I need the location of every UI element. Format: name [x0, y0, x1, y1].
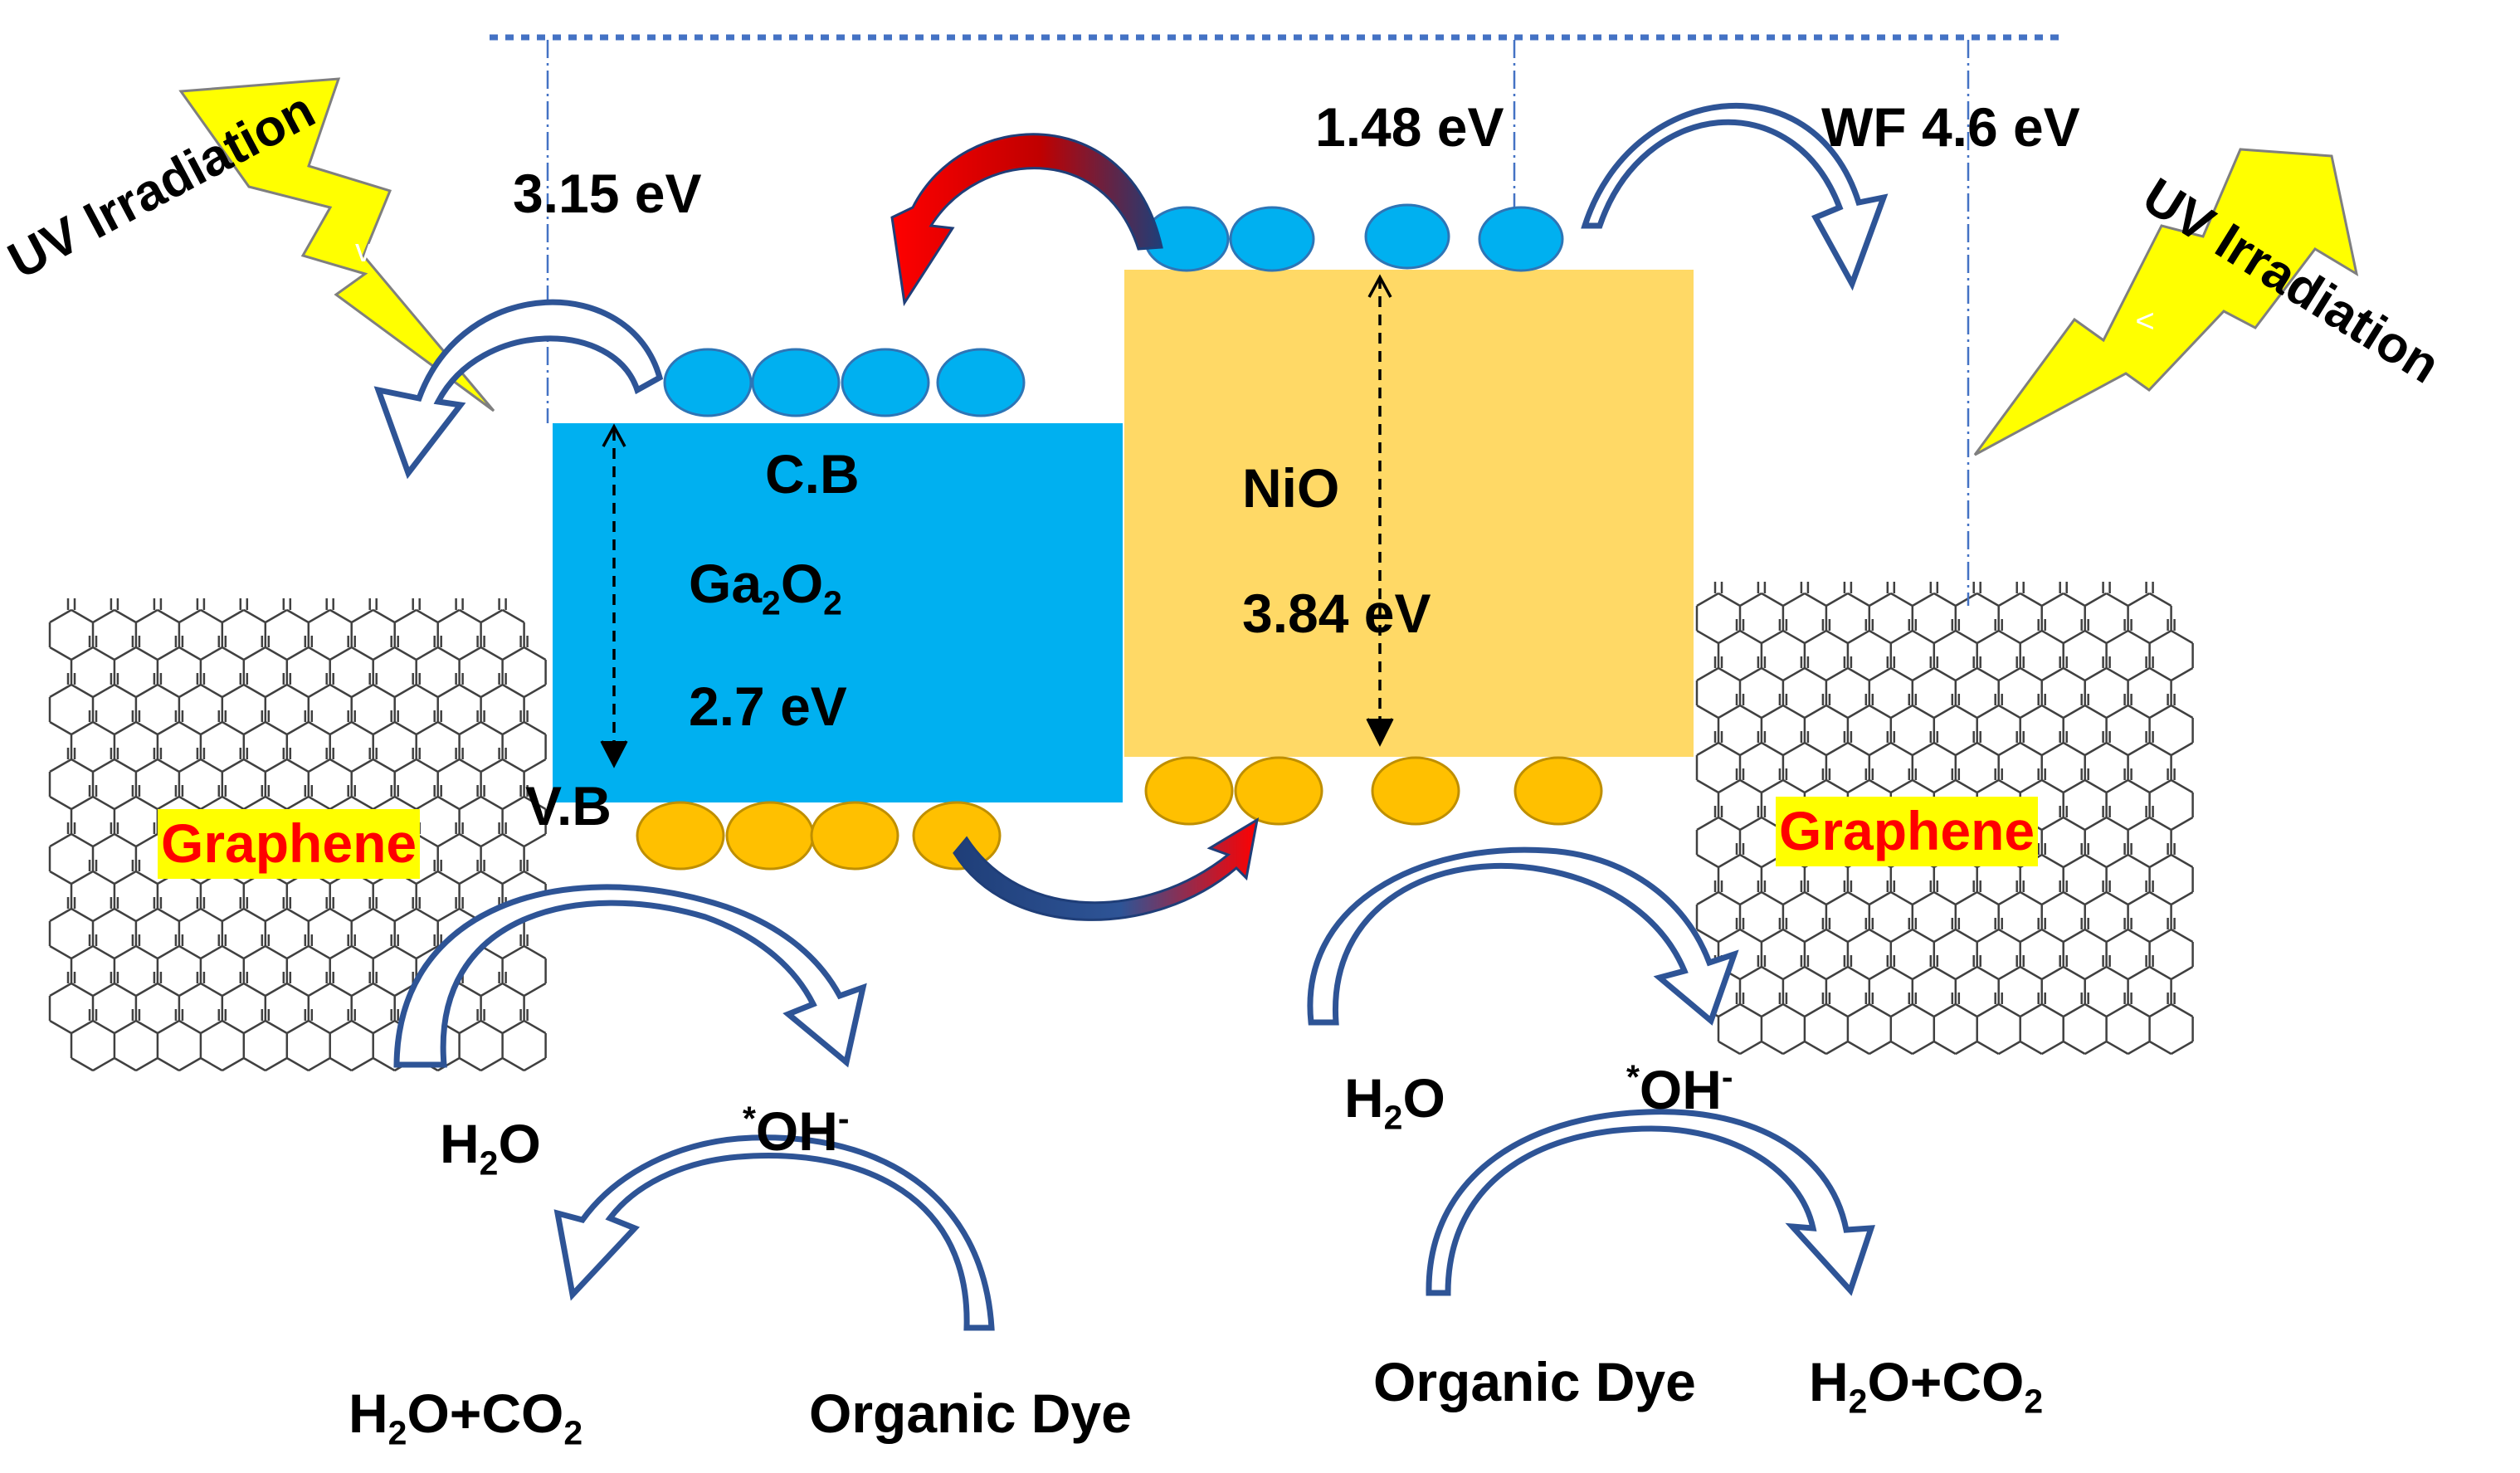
- electrons: [663, 203, 1564, 417]
- nio-bandgap-arrow: [1366, 274, 1394, 747]
- left-radical-label: *OH-: [743, 1099, 850, 1162]
- hole: [1371, 756, 1460, 826]
- curved-arrow-left-h2o: [393, 884, 867, 1068]
- right-water-label: H2O: [1344, 1067, 1445, 1137]
- hole: [636, 801, 725, 871]
- curved-arrow-left-dye: [553, 1134, 995, 1331]
- hole: [810, 801, 899, 871]
- work-function-label: WF 4.6 eV: [1821, 96, 2080, 158]
- electron: [1229, 206, 1315, 272]
- electron: [841, 348, 930, 417]
- electron: [1364, 203, 1450, 270]
- ga-bandgap-label: 2.7 eV: [689, 676, 847, 737]
- holes: [636, 756, 1603, 871]
- lightning-bolt-right: [1973, 148, 2359, 456]
- curved-arrow-right-h2o: [1307, 846, 1739, 1026]
- ga-bandgap-arrow: [600, 423, 628, 768]
- left-organic-dye-label: Organic Dye: [809, 1383, 1132, 1444]
- left-water-label: H2O: [440, 1113, 541, 1183]
- nio-block: [1124, 270, 1694, 757]
- curved-arrow-right-dye: [1426, 1109, 1875, 1296]
- bolt-right-mark: <: [2135, 303, 2154, 339]
- bolt-left-mark: v: [355, 232, 372, 269]
- ga-bandgap-offset-label: 3.15 eV: [513, 163, 702, 224]
- ga-formula-label: Ga2O2: [689, 553, 842, 622]
- nio-label: NiO: [1242, 457, 1340, 519]
- ga2o3-block: [553, 423, 1123, 802]
- electron: [663, 348, 753, 417]
- electron: [1478, 206, 1564, 272]
- valence-band-label: V.B: [525, 775, 612, 836]
- graphene-right-label: Graphene: [1776, 797, 2039, 866]
- electron-transfer-arrow: [890, 133, 1163, 307]
- right-product-label: H2O+CO2: [1809, 1351, 2044, 1421]
- left-product-label: H2O+CO2: [349, 1383, 583, 1452]
- nio-cb-level-label: 1.48 eV: [1315, 96, 1504, 158]
- right-radical-label: *OH-: [1626, 1057, 1733, 1120]
- uv-irradiation-left-label: UV Irradiation: [0, 80, 324, 290]
- nio-bandgap-label: 3.84 eV: [1242, 583, 1431, 644]
- reference-lines: [490, 34, 2064, 606]
- right-organic-dye-label: Organic Dye: [1373, 1351, 1696, 1412]
- curved-arrow-wf: [1581, 103, 1889, 291]
- electron: [936, 348, 1026, 417]
- hole: [1513, 756, 1603, 826]
- electron: [751, 348, 841, 417]
- graphene-left-label: Graphene: [158, 809, 421, 879]
- hole: [1144, 756, 1234, 826]
- conduction-band-label: C.B: [765, 443, 860, 505]
- hole: [1234, 756, 1323, 826]
- lightning-bolt-left: [178, 77, 495, 412]
- hole-transfer-arrow: [953, 817, 1260, 921]
- curved-arrow-ga-cb: [373, 299, 664, 480]
- uv-irradiation-right-label: UV Irradiation: [2132, 167, 2449, 395]
